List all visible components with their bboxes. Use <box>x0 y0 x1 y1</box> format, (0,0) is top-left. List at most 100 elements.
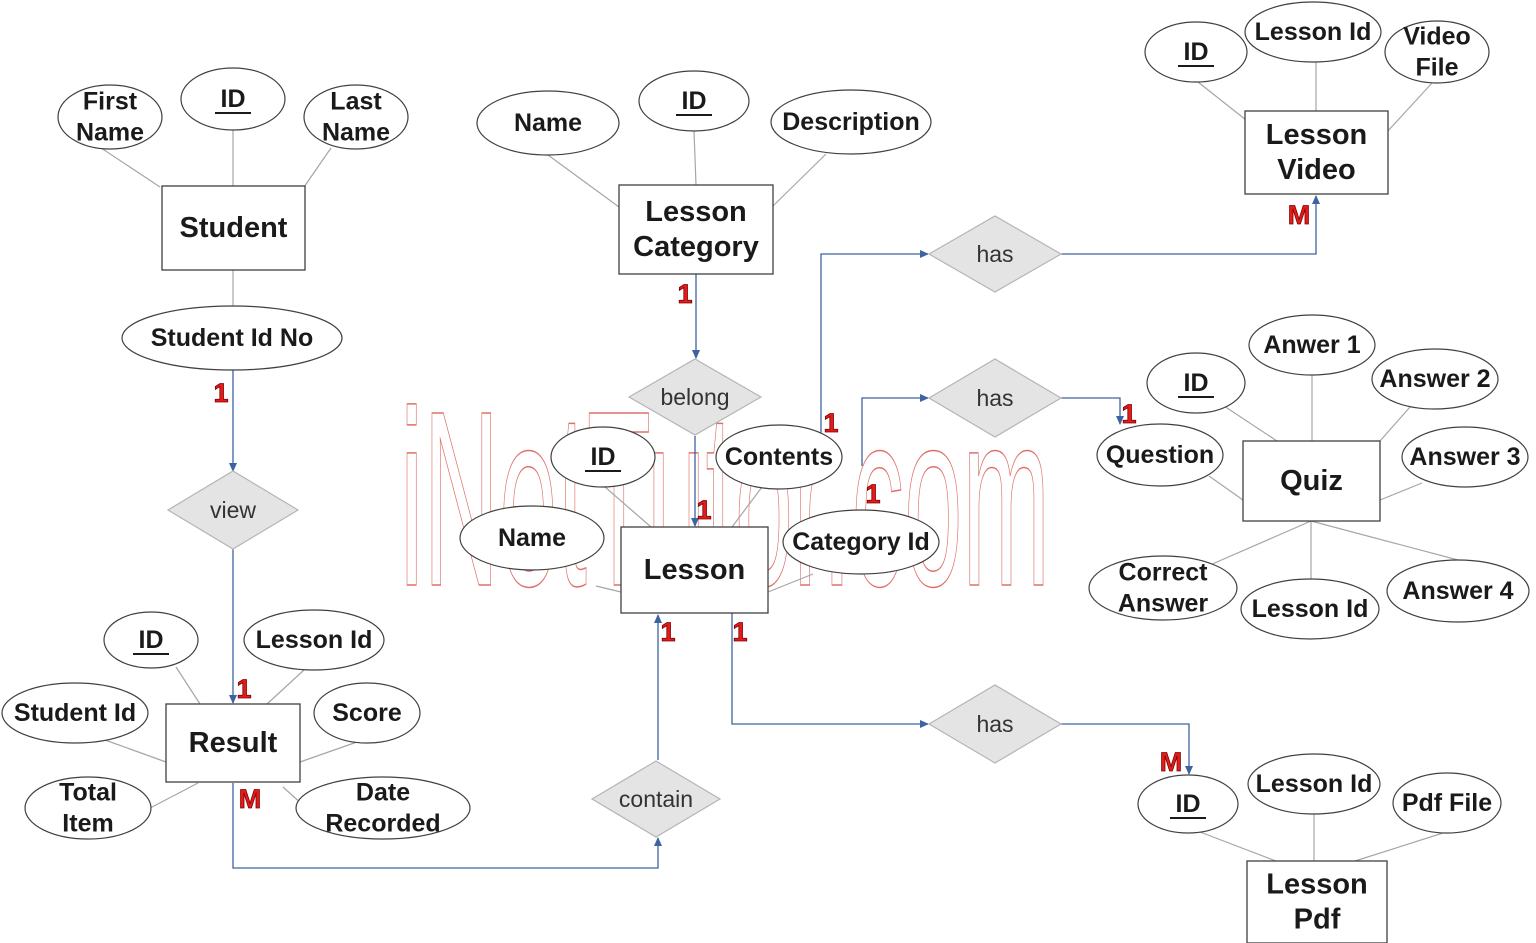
cardinality-label: M <box>1160 747 1183 777</box>
attribute-label-line-1: Last <box>330 88 382 116</box>
attribute-ellipse <box>1248 314 1376 376</box>
attribute-result-score[interactable]: Score <box>313 682 421 744</box>
attribute-label-line-2: Answer <box>1118 590 1209 618</box>
relationship-diamond <box>627 358 763 436</box>
attribute-student-id[interactable]: ID <box>180 67 286 131</box>
relationship-connector <box>861 394 929 466</box>
entity-label-line-1: Lesson <box>1266 869 1368 901</box>
attribute-ellipse <box>295 776 471 840</box>
attribute-label: Answer 2 <box>1379 365 1490 393</box>
relationship-diamond <box>166 470 300 550</box>
cardinality-label: M <box>239 784 262 814</box>
attribute-category-name[interactable]: Name <box>476 90 620 156</box>
entity-box <box>1242 440 1381 522</box>
attribute-ellipse <box>1401 426 1529 488</box>
relationship-label: contain <box>619 786 693 812</box>
attribute-category-description[interactable]: Description <box>770 89 932 155</box>
attribute-label: Lesson Id <box>1252 595 1369 623</box>
attribute-ellipse <box>1146 352 1246 414</box>
attribute-video-lesson-id[interactable]: Lesson Id <box>1244 1 1382 63</box>
entity-box <box>620 526 769 614</box>
attribute-pdf-id[interactable]: ID <box>1137 774 1239 834</box>
attribute-connector <box>1354 832 1444 862</box>
attribute-quiz-question[interactable]: Question <box>1096 423 1224 487</box>
relationship-contain[interactable]: contain <box>590 760 722 838</box>
relationship-diamond <box>927 684 1063 764</box>
attribute-ellipse <box>24 776 152 840</box>
attribute-quiz-answer4[interactable]: Answer 4 <box>1386 559 1530 623</box>
attribute-label: Lesson Id <box>256 626 373 654</box>
attribute-ellipse <box>1371 348 1499 410</box>
attribute-ellipse <box>1247 753 1381 815</box>
attribute-ellipse <box>1244 1 1382 63</box>
attribute-connector <box>303 147 332 188</box>
attribute-connector <box>595 585 622 593</box>
cardinality-label: 1 <box>823 408 838 438</box>
attribute-quiz-answer2[interactable]: Answer 2 <box>1371 348 1499 410</box>
attribute-quiz-answer3[interactable]: Answer 3 <box>1401 426 1529 488</box>
attribute-label-line-2: Recorded <box>325 810 440 838</box>
attribute-ellipse <box>180 67 286 131</box>
attribute-label: ID <box>221 85 246 113</box>
attribute-result-lesson-id[interactable]: Lesson Id <box>243 609 385 671</box>
attribute-result-id[interactable]: ID <box>103 611 199 669</box>
relationship-has-quiz[interactable]: has <box>927 358 1063 438</box>
attribute-label: ID <box>682 87 707 115</box>
relationship-has-pdf[interactable]: has <box>927 684 1063 764</box>
attribute-video-id[interactable]: ID <box>1144 21 1248 83</box>
attribute-lesson-category-id[interactable]: Category Id <box>782 509 940 575</box>
attribute-label-line-1: First <box>83 88 138 116</box>
attribute-label-line-2: File <box>1415 54 1458 82</box>
cardinality-label: M <box>1288 200 1311 230</box>
attribute-pdf-file[interactable]: Pdf File <box>1392 772 1502 834</box>
cardinality-label: 1 <box>696 495 711 525</box>
relationship-label: has <box>976 241 1013 267</box>
attribute-connector <box>772 153 827 207</box>
entity-quiz[interactable]: Quiz <box>1242 440 1381 522</box>
attribute-ellipse <box>638 70 750 132</box>
attribute-label-line-2: Name <box>76 119 144 147</box>
attribute-label: Pdf File <box>1402 789 1492 817</box>
attribute-ellipse <box>313 682 421 744</box>
attribute-student-id-no[interactable]: Student Id No <box>121 305 343 371</box>
entity-student[interactable]: Student <box>161 185 306 271</box>
attribute-label-line-1: Total <box>59 779 117 807</box>
relationship-diamond <box>590 760 722 838</box>
entity-lesson[interactable]: Lesson <box>620 526 769 614</box>
attribute-label: Lesson Id <box>1255 18 1372 46</box>
attribute-lesson-name[interactable]: Name <box>459 505 605 571</box>
entity-result[interactable]: Result <box>165 703 301 783</box>
attribute-ellipse <box>476 90 620 156</box>
relationship-has-video[interactable]: has <box>927 215 1063 293</box>
attribute-label: Student Id No <box>151 324 313 352</box>
attribute-label: Question <box>1106 441 1214 469</box>
cardinality-label: 1 <box>236 674 251 704</box>
attribute-quiz-answer1[interactable]: Anwer 1 <box>1248 314 1376 376</box>
attribute-label: Score <box>332 699 402 727</box>
entity-label-line-2: Pdf <box>1294 904 1341 936</box>
attribute-category-id[interactable]: ID <box>638 70 750 132</box>
relationship-connector <box>1061 195 1320 255</box>
attribute-ellipse <box>103 611 199 669</box>
attribute-label: ID <box>1184 369 1209 397</box>
attribute-lesson-id[interactable]: ID <box>550 426 656 488</box>
attribute-ellipse <box>57 84 163 150</box>
relationship-label: has <box>976 711 1013 737</box>
attribute-result-student-id[interactable]: Student Id <box>1 682 149 744</box>
relationship-view[interactable]: view <box>166 470 300 550</box>
attribute-label: Student Id <box>14 699 136 727</box>
attribute-lesson-contents[interactable]: Contents <box>715 424 843 490</box>
relationship-belong[interactable]: belong <box>627 358 763 436</box>
attribute-pdf-lesson-id[interactable]: Lesson Id <box>1247 753 1381 815</box>
attribute-quiz-lesson-id[interactable]: Lesson Id <box>1240 578 1380 640</box>
attribute-quiz-id[interactable]: ID <box>1146 352 1246 414</box>
